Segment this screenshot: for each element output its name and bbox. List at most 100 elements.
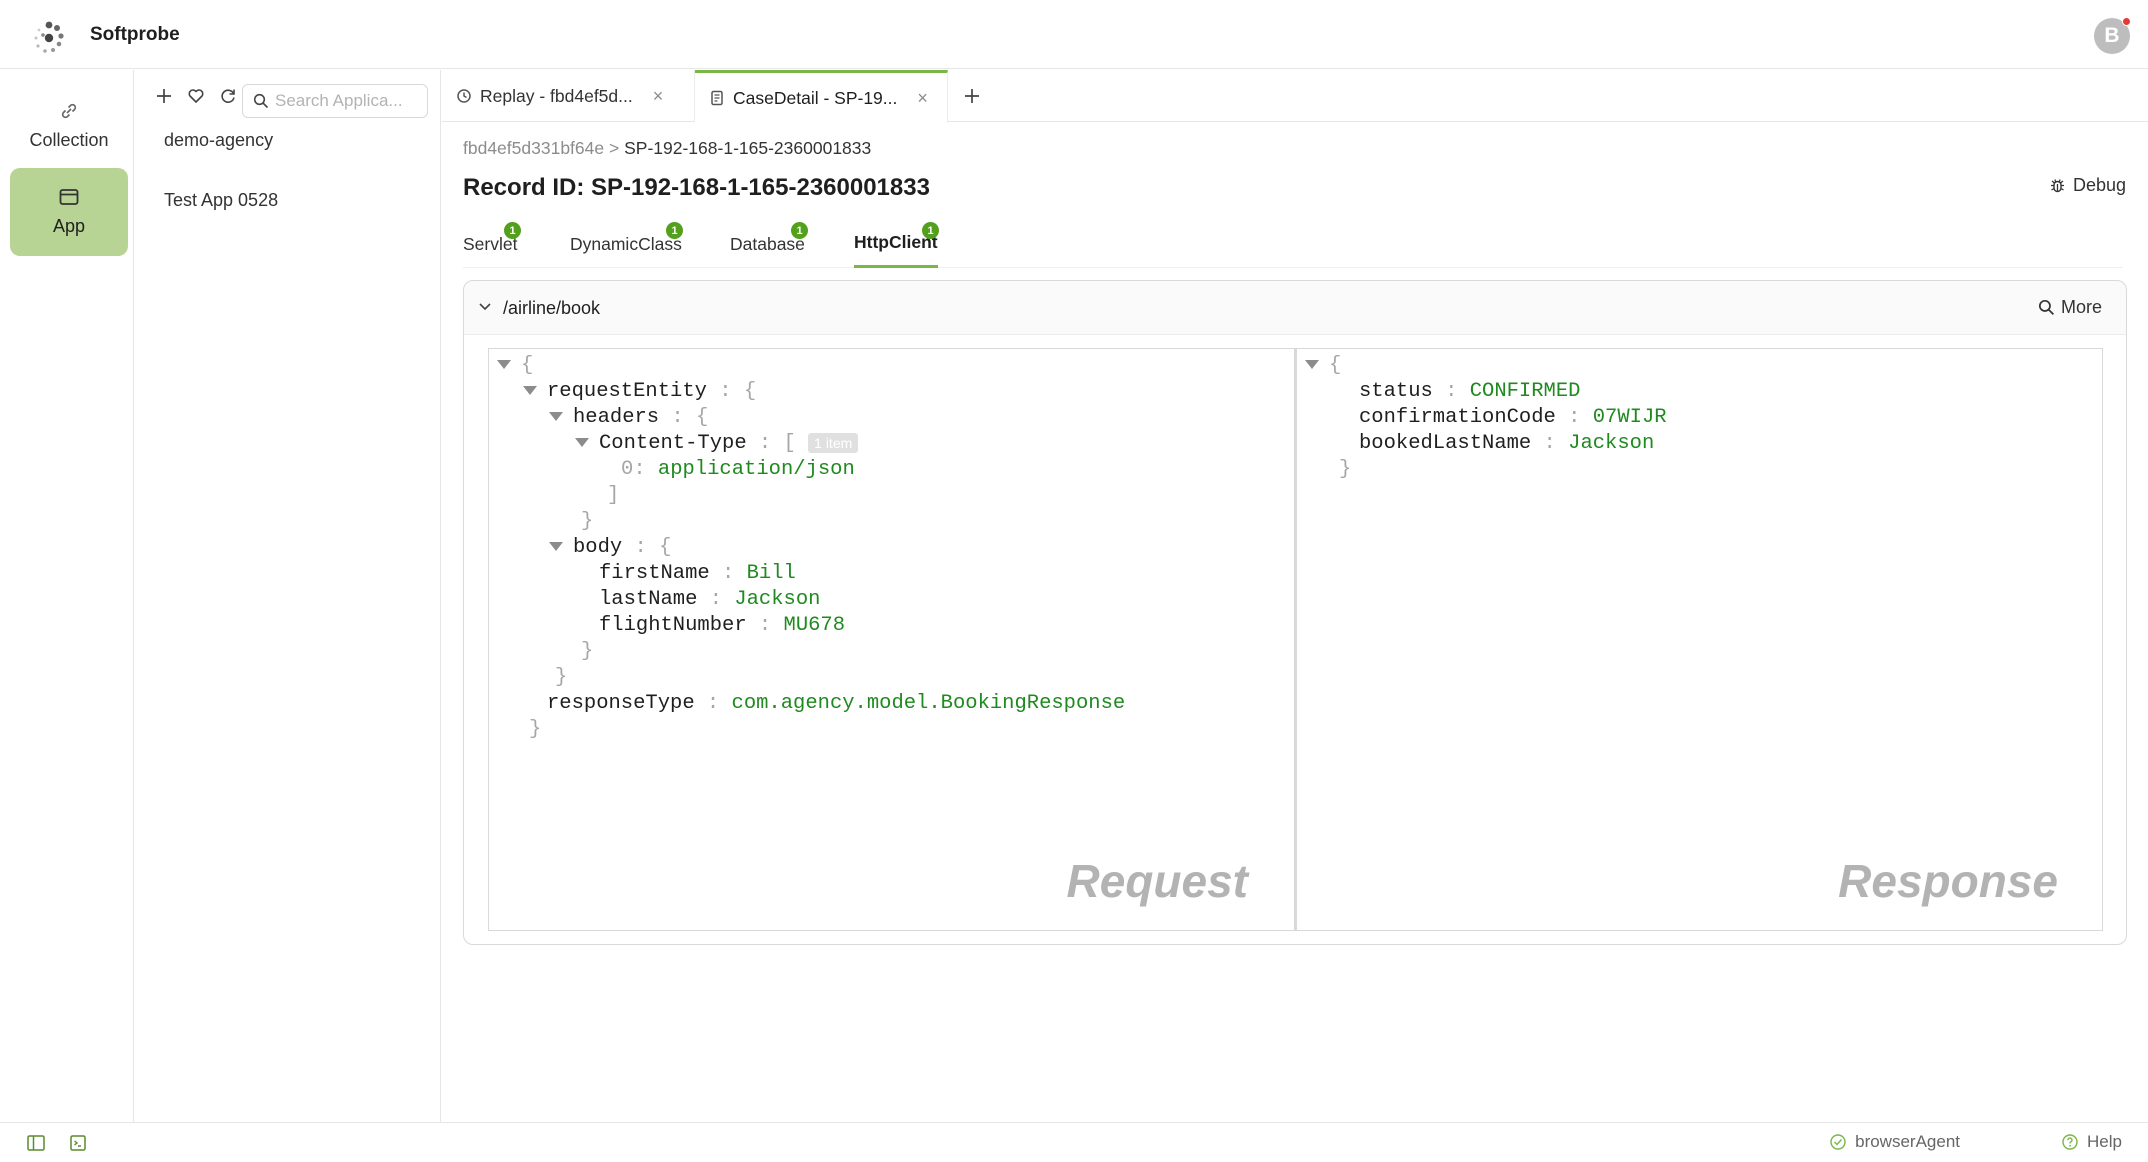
collapse-toggle-icon[interactable] (1305, 360, 1319, 370)
more-button[interactable]: More (2038, 297, 2102, 318)
breadcrumb-separator: > (609, 138, 620, 158)
app-list-panel: demo-agency Test App 0528 (134, 70, 441, 1122)
tabs-bar: Replay - fbd4ef5d... × CaseDetail - SP-1… (442, 70, 2148, 123)
json-line: confirmationCode : 07WIJR (1359, 406, 1667, 429)
heart-icon[interactable] (184, 84, 208, 108)
collapse-toggle-icon[interactable] (497, 360, 511, 370)
browser-agent-label: browserAgent (1855, 1132, 1960, 1151)
help-link[interactable]: Help (2061, 1132, 2122, 1152)
collapse-toggle-icon[interactable] (523, 386, 537, 396)
request-watermark: Request (1066, 855, 1248, 907)
json-line: requestEntity : { (523, 379, 756, 405)
json-line: firstName : Bill (599, 562, 796, 585)
json-key: flightNumber (599, 614, 747, 637)
json-value: com.agency.model.BookingResponse (731, 692, 1126, 715)
main-area: Replay - fbd4ef5d... × CaseDetail - SP-1… (442, 70, 2148, 1122)
close-icon[interactable]: × (917, 87, 928, 108)
json-line: Content-Type : [ 1 item (575, 431, 859, 457)
app-list-item-demo-agency[interactable]: demo-agency (164, 130, 274, 150)
document-icon (711, 90, 723, 106)
notification-dot (2122, 17, 2131, 26)
page-title: Record ID: SP-192-168-1-165-2360001833 (463, 174, 930, 201)
collapse-toggle-icon[interactable] (549, 412, 563, 422)
json-index: 0 (621, 458, 634, 481)
user-avatar[interactable]: B (2094, 17, 2131, 54)
tab-httpclient[interactable]: HttpClient (854, 220, 938, 268)
tab-case-detail[interactable]: CaseDetail - SP-19... × (695, 70, 948, 123)
chevron-down-icon[interactable] (476, 297, 494, 315)
route-card: /airline/book More { requestEntity : { h… (463, 280, 2127, 945)
history-icon (457, 89, 471, 103)
json-line: } (555, 666, 568, 689)
json-value: Bill (746, 562, 796, 585)
debug-button[interactable]: Debug (2049, 175, 2126, 196)
add-tab-icon[interactable] (958, 82, 986, 110)
json-line: { (497, 353, 533, 379)
json-value: MU678 (783, 614, 846, 637)
menu-item-collection[interactable]: Collection (10, 82, 128, 170)
json-line: body : { (549, 535, 671, 561)
check-circle-icon (1830, 1134, 1846, 1150)
json-line: flightNumber : MU678 (599, 614, 846, 637)
app-panel-toolbar (152, 84, 240, 108)
json-line: 0: application/json (621, 458, 855, 481)
terminal-icon[interactable] (68, 1133, 88, 1153)
json-line: status : CONFIRMED (1359, 380, 1581, 403)
menu-label-collection: Collection (29, 129, 109, 150)
collapse-toggle-icon[interactable] (549, 542, 563, 552)
json-value: application/json (657, 458, 855, 481)
json-key: bookedLastName (1359, 432, 1532, 455)
category-tab-label: DynamicClass (570, 233, 682, 254)
menu-label-app: App (52, 215, 86, 236)
response-pane: { status : CONFIRMED confirmationCode : … (1295, 348, 2103, 931)
app-list-item-test-app[interactable]: Test App 0528 (164, 190, 279, 210)
json-key: confirmationCode (1359, 406, 1556, 429)
breadcrumb-current: SP-192-168-1-165-2360001833 (624, 138, 872, 158)
json-key: lastName (599, 588, 698, 611)
count-badge: 1 (922, 222, 939, 239)
help-icon (2062, 1134, 2078, 1150)
app-search-input[interactable] (275, 91, 415, 111)
category-tabs: Servlet 1 DynamicClass 1 Database 1 Http… (463, 220, 2123, 268)
count-badge: 1 (791, 222, 808, 239)
app-search-box[interactable] (242, 84, 428, 118)
left-menu: Collection App (0, 70, 134, 1122)
tab-replay[interactable]: Replay - fbd4ef5d... × (442, 70, 695, 122)
breadcrumb-parent[interactable]: fbd4ef5d331bf64e (463, 138, 605, 158)
sidebar-toggle-icon[interactable] (26, 1133, 46, 1153)
refresh-icon[interactable] (216, 84, 240, 108)
brand-name: Softprobe (90, 24, 180, 45)
route-path: /airline/book (503, 298, 601, 318)
json-value: Jackson (1568, 432, 1655, 455)
json-value: CONFIRMED (1469, 380, 1581, 403)
json-line: { (1305, 353, 1341, 379)
json-key: Content-Type (599, 432, 747, 455)
add-icon[interactable] (152, 84, 176, 108)
search-icon (253, 93, 269, 109)
json-line: headers : { (549, 405, 708, 431)
tab-servlet[interactable]: Servlet (463, 220, 517, 268)
route-header[interactable]: /airline/book More (464, 281, 2126, 335)
close-icon[interactable]: × (652, 85, 664, 106)
json-key: requestEntity (547, 380, 707, 403)
collapse-toggle-icon[interactable] (575, 438, 589, 448)
menu-item-app[interactable]: App (10, 168, 128, 256)
count-badge: 1 (666, 222, 683, 239)
item-count-pill: 1 item (808, 432, 859, 453)
tab-database[interactable]: Database (730, 220, 805, 268)
json-value: 07WIJR (1592, 406, 1667, 429)
response-watermark: Response (1838, 855, 2058, 907)
avatar-initial: B (2104, 24, 2120, 47)
json-key: headers (573, 406, 660, 429)
softprobe-logo-icon (34, 21, 64, 53)
json-line: responseType : com.agency.model.BookingR… (547, 692, 1126, 715)
json-line: } (581, 510, 594, 533)
tab-dynamicclass[interactable]: DynamicClass (570, 220, 682, 268)
search-icon (2038, 299, 2054, 316)
json-key: status (1359, 380, 1433, 403)
count-badge: 1 (504, 222, 521, 239)
category-tab-label: Database (730, 233, 805, 254)
json-line: } (1339, 458, 1352, 481)
browser-agent-status[interactable]: browserAgent (1829, 1132, 1960, 1152)
request-pane: { requestEntity : { headers : { Content-… (488, 348, 1295, 931)
